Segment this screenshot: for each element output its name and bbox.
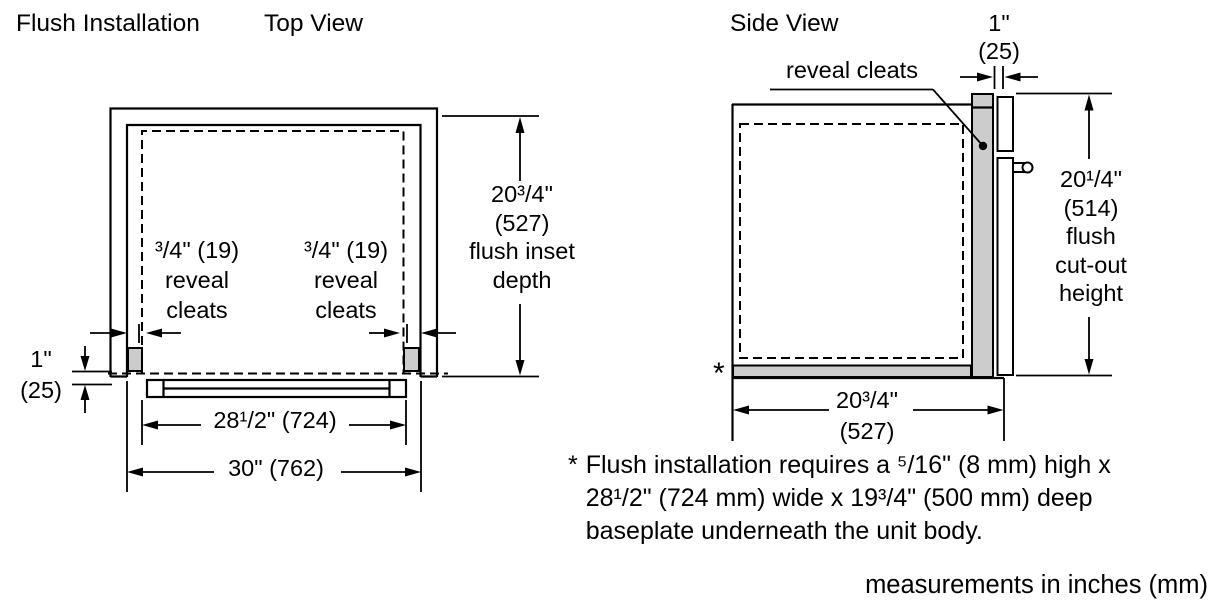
dimension-caption: depth	[492, 266, 552, 293]
dimension-value: ³/4" (19)	[303, 237, 389, 263]
left-cleat-dimension-arrows	[90, 324, 181, 343]
footnote: * Flush installation requires a ⁵/16" (8…	[568, 449, 1111, 548]
dimension-value: ³/4" (19)	[154, 237, 240, 263]
side-view-door-handle	[1012, 161, 1034, 174]
side-view-baseplate	[732, 364, 972, 378]
dimension-caption: flush inset	[469, 238, 575, 264]
dimension-value: 1"	[30, 346, 52, 372]
cleat-thickness-label: 1" (25)	[978, 9, 1020, 65]
dimension-caption: height	[1058, 280, 1124, 306]
footnote-text: Flush installation requires a ⁵/16" (8 m…	[586, 449, 1111, 548]
inset-depth-dimension	[442, 115, 539, 378]
footnote-line: baseplate underneath the unit body.	[585, 517, 983, 545]
footnote-asterisk: *	[568, 451, 578, 479]
dimension-value-mm: (527)	[839, 418, 895, 444]
footnote-line: Flush installation requires a ⁵/16" (8 m…	[585, 451, 1111, 479]
right-reveal-cleat-label: ³/4" (19) reveal cleats	[304, 235, 388, 325]
top-view-unit-front-bar	[145, 378, 408, 399]
side-view-label: Side View	[730, 10, 839, 37]
dimension-caption: cleats	[315, 297, 377, 323]
side-view-drawing	[731, 66, 1112, 441]
inset-depth-label: 20³/4" (527) flush inset depth	[469, 180, 575, 294]
top-view-label: Top View	[264, 10, 363, 37]
top-view-right-reveal-cleat	[403, 347, 420, 372]
dimension-caption: cut-out	[1055, 251, 1127, 278]
cutout-width-dimension	[126, 381, 422, 492]
side-view-upper-door-panel	[996, 96, 1014, 152]
cleat-thickness-dimension	[960, 66, 1038, 89]
dimension-value-mm: (527)	[494, 209, 550, 236]
top-view-cutout-dashed-outline	[141, 130, 405, 373]
side-view-lower-door-panel	[996, 157, 1014, 376]
opening-width-label: 28¹/2" (724)	[213, 407, 337, 433]
dimension-value: 20³/4"	[836, 387, 898, 413]
cutout-width-label: 30" (762)	[228, 455, 324, 481]
cutout-height-dimension	[1016, 92, 1112, 377]
units-note: measurements in inches (mm)	[865, 571, 1208, 599]
left-reveal-cleat-label: ³/4" (19) reveal cleats	[155, 235, 239, 325]
dimension-value-mm: (25)	[20, 377, 62, 403]
dimension-value: 20³/4"	[491, 181, 553, 207]
dimension-caption: reveal	[164, 267, 229, 293]
dimension-caption: cleats	[166, 297, 228, 323]
footnote-line: 28¹/2" (724 mm) wide x 19³/4" (500 mm) d…	[585, 484, 1093, 512]
side-view-reveal-cleat-bar	[971, 93, 994, 378]
dimension-value: 20¹/4"	[1060, 166, 1122, 192]
reveal-cleats-callout-label: reveal cleats	[786, 57, 918, 83]
dimension-value-mm: (514)	[1063, 194, 1119, 221]
side-view-unit-body-dashed	[739, 123, 964, 359]
dimension-value-mm: (25)	[978, 38, 1020, 64]
dimension-caption: flush	[1066, 223, 1116, 249]
dimension-caption: reveal	[313, 267, 378, 293]
cutout-height-label: 20¹/4" (514) flush cut-out height	[1055, 165, 1127, 308]
reveal-cleats-leader-line	[770, 88, 988, 151]
dimension-value: 1"	[988, 10, 1010, 36]
top-view-drawing	[72, 107, 539, 492]
top-view-left-reveal-cleat	[127, 347, 143, 372]
front-gap-label: 1" (25)	[20, 344, 62, 406]
right-cleat-dimension-arrows	[369, 324, 456, 343]
page-title: Flush Installation	[16, 10, 200, 37]
side-inset-depth-label: 20³/4" (527)	[836, 385, 898, 447]
opening-width-dimension	[141, 400, 407, 445]
top-view-cabinet-outer-wall	[109, 107, 439, 377]
top-view-cabinet-inner-wall	[125, 123, 422, 377]
front-gap-dimension	[72, 346, 112, 413]
baseplate-asterisk: *	[713, 357, 725, 390]
side-inset-depth-dimension	[733, 405, 1004, 415]
